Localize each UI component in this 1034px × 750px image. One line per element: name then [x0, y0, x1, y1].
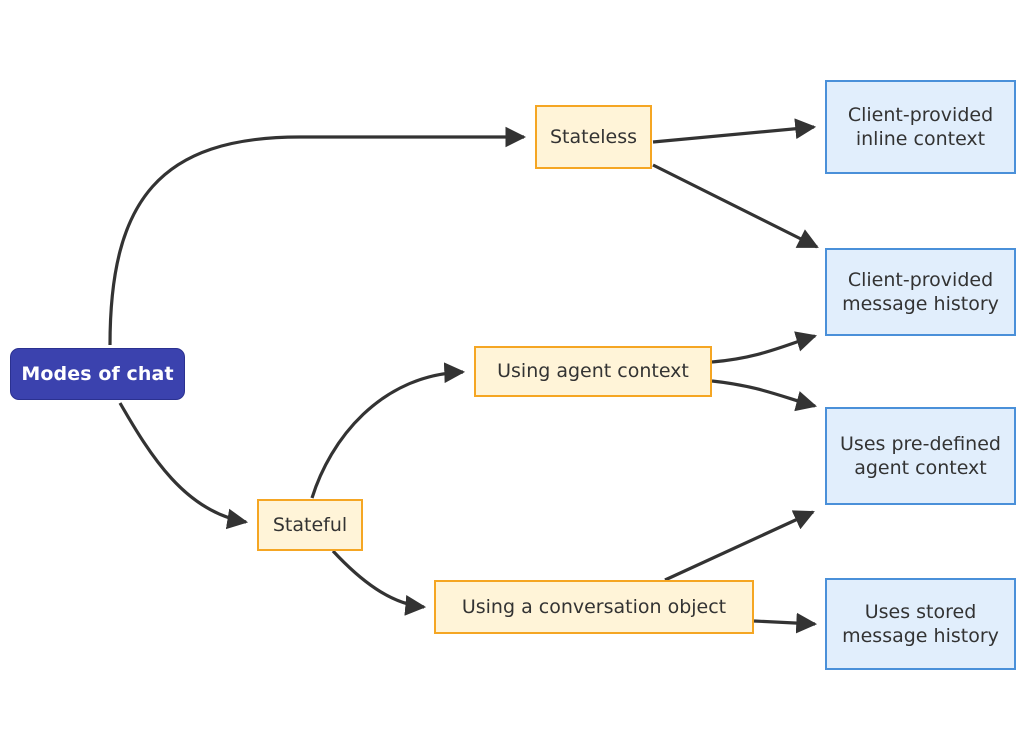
node-uses-stored-message-history[interactable]: Uses stored message history	[825, 578, 1016, 670]
edge-root-to-stateless	[108, 126, 527, 346]
node-label: Using agent context	[497, 360, 689, 383]
edge-stateful-to-convobj	[331, 549, 427, 616]
node-label: Modes of chat	[21, 362, 174, 385]
edge-stateless-to-msghistory	[652, 163, 819, 249]
node-using-agent-context[interactable]: Using agent context	[474, 346, 712, 397]
node-stateless[interactable]: Stateless	[535, 105, 652, 169]
node-using-a-conversation-object[interactable]: Using a conversation object	[434, 580, 754, 634]
edge-convobj-to-predefined	[664, 510, 815, 582]
node-client-provided-inline-context[interactable]: Client-provided inline context	[825, 80, 1016, 174]
node-label: Stateful	[272, 513, 348, 536]
node-stateful[interactable]: Stateful	[257, 499, 363, 551]
node-root-modes-of-chat[interactable]: Modes of chat	[10, 348, 185, 400]
edge-agentctx-to-predefined	[711, 379, 818, 412]
node-label: Uses stored message history	[842, 600, 999, 647]
edge-agentctx-to-msghistory	[711, 331, 817, 364]
edge-stateful-to-agentctx	[310, 362, 466, 499]
node-label: Stateless	[549, 125, 638, 148]
node-label: Using a conversation object	[461, 595, 727, 618]
node-uses-pre-defined-agent-context[interactable]: Uses pre-defined agent context	[825, 407, 1016, 505]
edge-convobj-to-storedhist	[753, 612, 818, 634]
edge-stateless-to-inline	[652, 118, 817, 144]
node-label: Client-provided message history	[842, 268, 999, 315]
node-label: Uses pre-defined agent context	[840, 432, 1001, 479]
node-label: Client-provided inline context	[847, 103, 994, 150]
edge-root-to-stateful	[118, 402, 249, 530]
node-client-provided-message-history[interactable]: Client-provided message history	[825, 248, 1016, 336]
